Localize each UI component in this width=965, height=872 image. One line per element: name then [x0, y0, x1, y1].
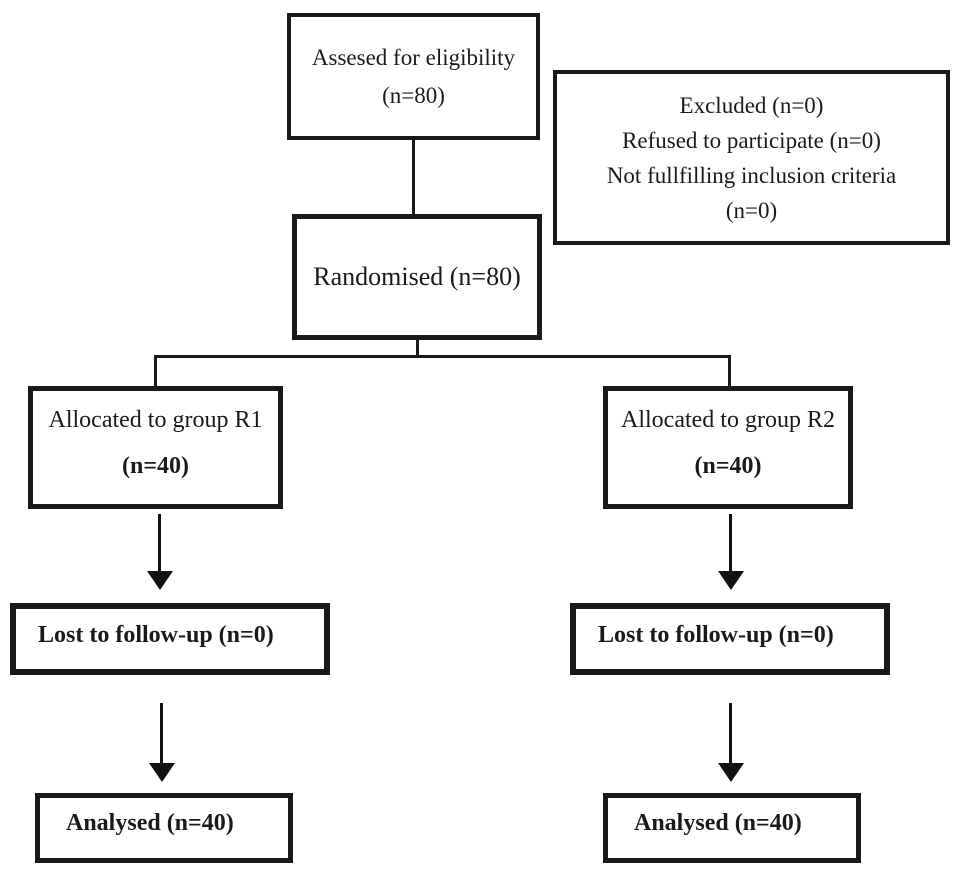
arrow-shaft: [729, 703, 732, 765]
lost-r1-label: Lost to follow-up (n=0): [38, 622, 274, 648]
connector-drop-right: [728, 355, 731, 386]
analysed-r2-box: Analysed (n=40): [603, 793, 861, 863]
assessed-for-eligibility-box: Assesed for eligibility (n=80): [287, 13, 540, 140]
connector-drop-left: [154, 355, 157, 386]
allocated-r2-count: (n=40): [694, 452, 762, 479]
lost-to-followup-r2-box: Lost to follow-up (n=0): [570, 603, 890, 675]
refused-line: Refused to participate (n=0): [622, 127, 881, 153]
assessed-label: Assesed for eligibility: [311, 44, 516, 70]
not-fulfilling-count: (n=0): [725, 197, 778, 223]
randomised-label: Randomised (n=80): [313, 262, 521, 292]
analysed-r1-label: Analysed (n=40): [66, 810, 234, 836]
lost-r2-label: Lost to follow-up (n=0): [598, 622, 834, 648]
not-fulfilling-line: Not fullfilling inclusion criteria: [606, 162, 897, 188]
allocated-r1-label: Allocated to group R1: [48, 407, 263, 434]
arrow-head-icon: [718, 763, 744, 782]
connector-split-horizontal: [154, 355, 731, 358]
allocated-r2-label: Allocated to group R2: [621, 407, 835, 434]
lost-to-followup-r1-box: Lost to follow-up (n=0): [10, 603, 330, 675]
arrow-head-icon: [149, 763, 175, 782]
arrow-shaft: [160, 703, 163, 765]
arrow-head-icon: [147, 571, 173, 590]
allocated-r1-count: (n=40): [121, 452, 189, 479]
allocated-group-r2-box: Allocated to group R2 (n=40): [603, 386, 853, 509]
arrow-shaft: [729, 514, 732, 574]
arrow-head-icon: [718, 571, 744, 590]
analysed-r2-label: Analysed (n=40): [634, 810, 802, 836]
allocated-group-r1-box: Allocated to group R1 (n=40): [28, 386, 283, 509]
excluded-line: Excluded (n=0): [679, 92, 824, 118]
excluded-box: Excluded (n=0) Refused to participate (n…: [553, 70, 950, 245]
analysed-r1-box: Analysed (n=40): [35, 793, 293, 863]
connector-randomised-stem: [416, 340, 419, 357]
assessed-count: (n=80): [382, 82, 445, 108]
arrow-shaft: [158, 514, 161, 574]
randomised-box: Randomised (n=80): [292, 214, 542, 340]
connector-assessed-to-randomised: [412, 140, 415, 214]
